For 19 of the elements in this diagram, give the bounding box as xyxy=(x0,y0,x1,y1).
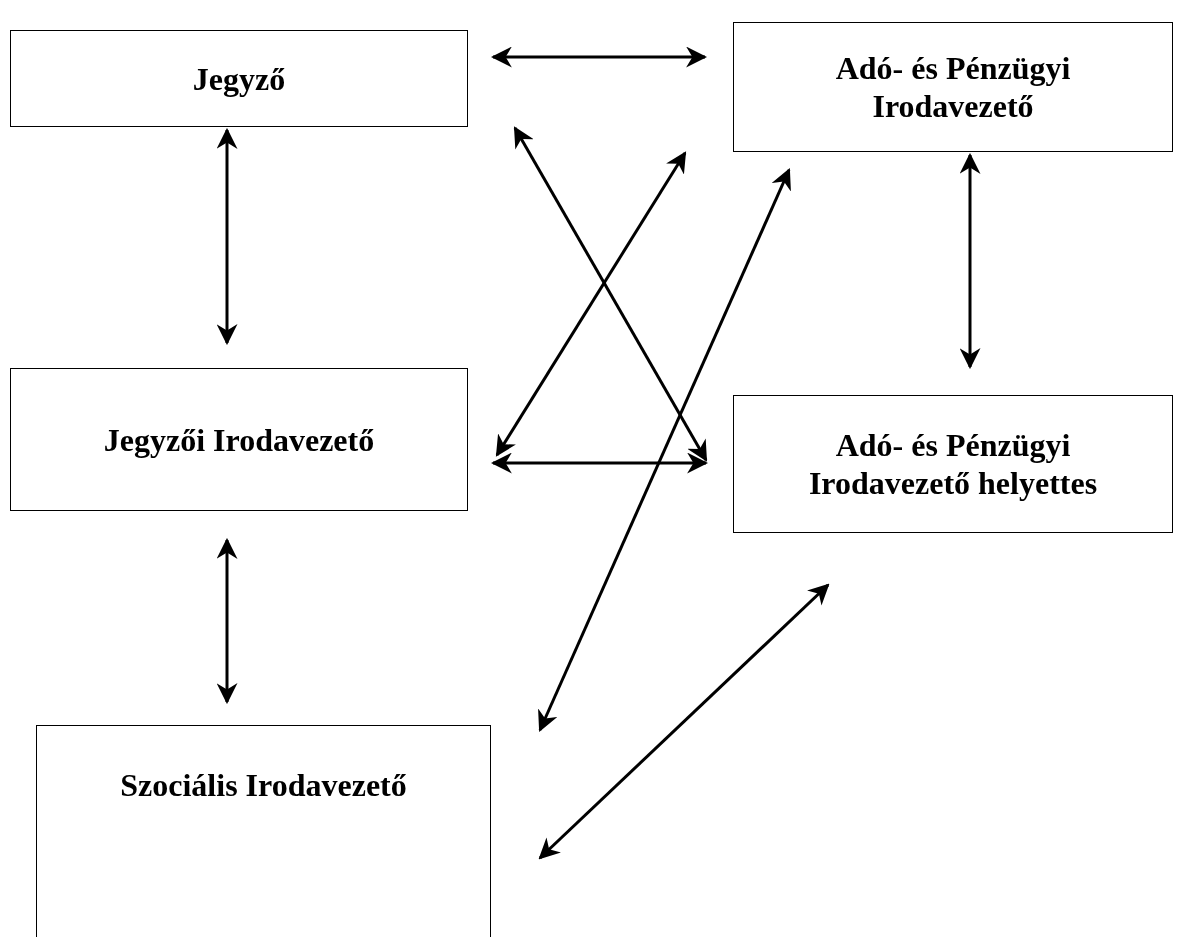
double-arrow xyxy=(490,46,708,68)
double-arrow xyxy=(490,452,709,474)
org-box xyxy=(36,725,491,937)
box-title: Jegyzői Irodavezető xyxy=(103,420,375,459)
double-arrow xyxy=(216,127,238,346)
org-box xyxy=(733,22,1173,152)
double-arrow xyxy=(538,168,791,732)
double-arrow xyxy=(216,537,238,705)
org-box xyxy=(733,395,1173,533)
box-title: Adó- és Pénzügyi Irodavezető xyxy=(834,49,1072,125)
box-title: Jegyző xyxy=(192,59,286,98)
double-arrow xyxy=(959,152,981,370)
double-arrow xyxy=(513,126,708,462)
box-title: Adó- és Pénzügyi Irodavezető helyettes xyxy=(807,426,1099,502)
box-title: Szociális Irodavezető xyxy=(120,766,407,804)
double-arrow xyxy=(538,583,830,860)
org-box xyxy=(10,368,468,511)
org-box xyxy=(10,30,468,127)
double-arrow xyxy=(495,151,687,457)
